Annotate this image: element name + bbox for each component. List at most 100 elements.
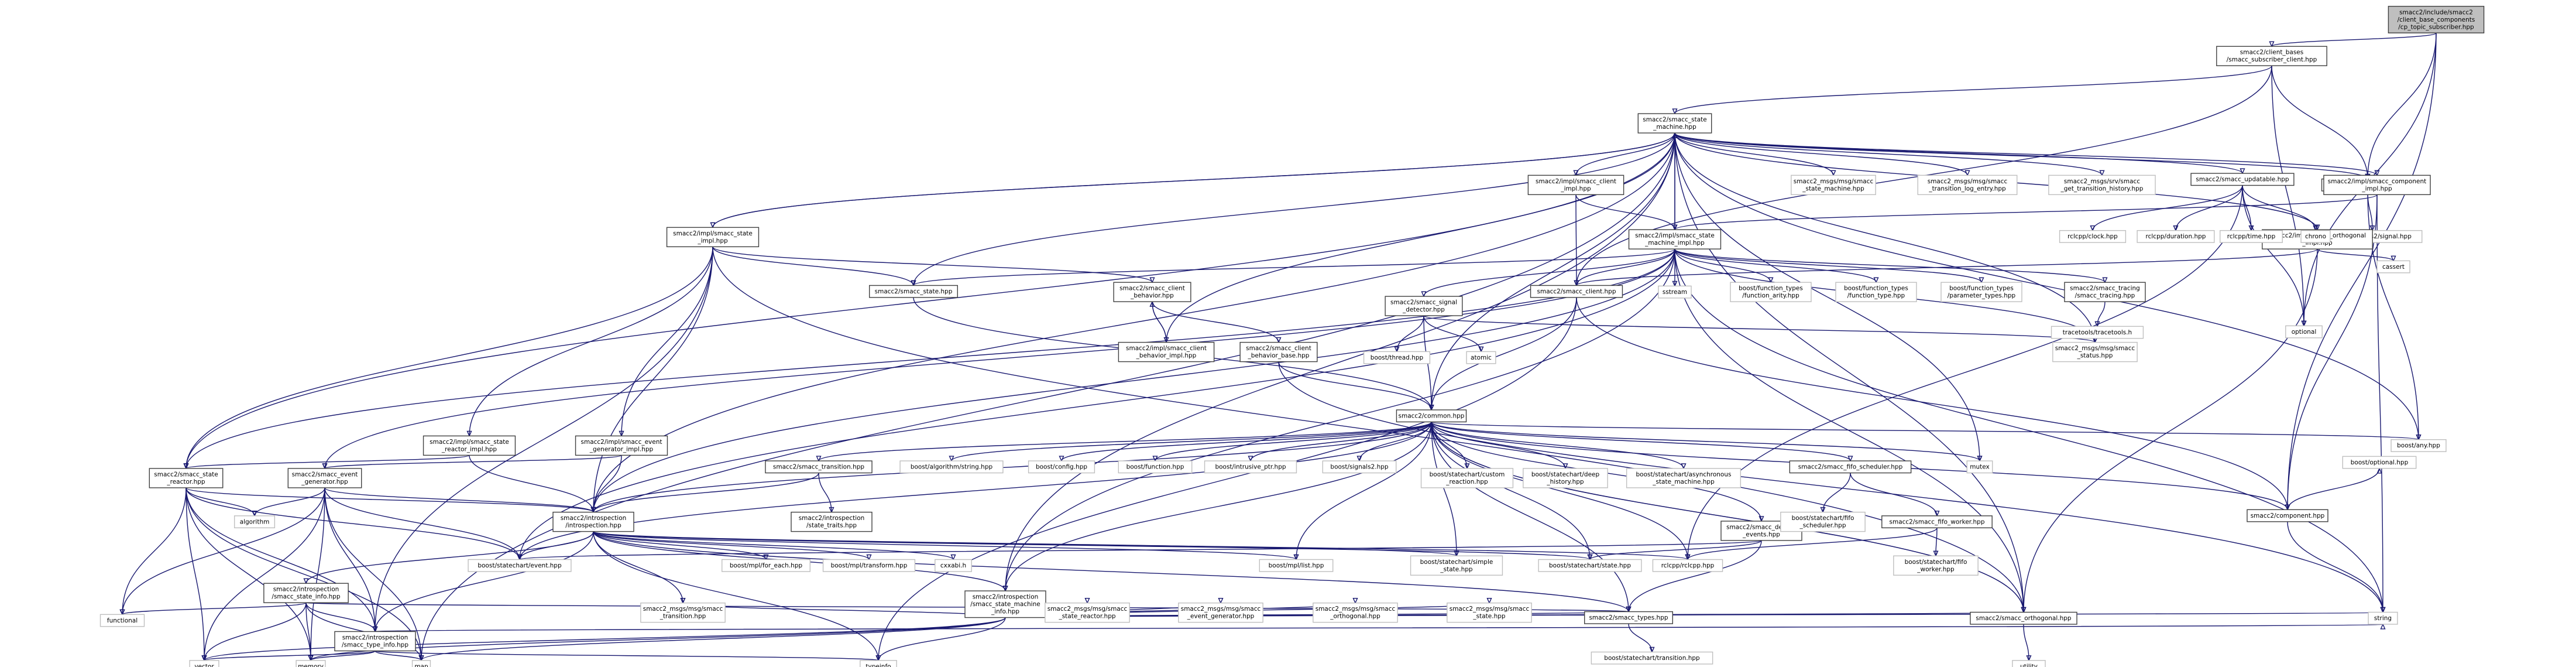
- arrowhead: [2026, 655, 2032, 662]
- arrowhead: [201, 655, 207, 662]
- edge-root-to-subscriber_client: [2269, 32, 2437, 47]
- node-label-line: boost/statechart/custom: [1430, 471, 1505, 478]
- edge-common-to-smacc_types: [1431, 422, 1632, 613]
- edge-common-to-custom_reaction: [1431, 422, 1470, 470]
- arrowhead: [950, 554, 956, 561]
- node-type-info[interactable]: smacc2/introspection/smacc_type_info.hpp: [334, 631, 416, 652]
- node-state-machine[interactable]: smacc2/smacc_state_machine.hpp: [1637, 113, 1712, 134]
- node-custom-reaction: boost/statechart/custom_reaction.hpp: [1420, 468, 1514, 488]
- node-box: [1322, 460, 1397, 474]
- node-box: [189, 660, 219, 667]
- node-ft-type: boost/function_types/function_type.hpp: [1835, 282, 1917, 302]
- node-event-generator-impl[interactable]: smacc2/impl/smacc_event_generator_impl.h…: [575, 435, 668, 456]
- edge-subscriber_client-to-state_machine: [1672, 65, 2272, 115]
- node-state-reactor-impl[interactable]: smacc2/impl/smacc_state_reactor_impl.hpp: [423, 435, 516, 456]
- arrowhead: [1681, 463, 1687, 470]
- node-alg-string: boost/algorithm/string.hpp: [899, 460, 1004, 474]
- node-label-line: chrono: [2305, 233, 2326, 240]
- node-simple-state: boost/statechart/simple_state.hpp: [1410, 555, 1503, 576]
- node-msg-state: smacc2_msgs/msg/smacc_state.hpp: [1447, 602, 1532, 623]
- node-label-line: boost/statechart/asynchronous: [1636, 471, 1732, 478]
- edge-signal_detector-to-msg_status: [1423, 315, 2098, 344]
- node-box: [1113, 282, 1191, 302]
- node-label-line: boost/signals2.hpp: [1330, 464, 1389, 471]
- node-fifo-worker[interactable]: smacc2/smacc_fifo_worker.hpp: [1881, 515, 1993, 529]
- arrowhead: [1276, 337, 1282, 344]
- node-tracetools: tracetools/tracetools.h: [2051, 326, 2144, 339]
- node-msg-event-generator: smacc2_msgs/msg/smacc_event_generator.hp…: [1178, 602, 1263, 623]
- node-event-generator[interactable]: smacc2/smacc_event_generator.hpp: [287, 468, 362, 488]
- node-state-info[interactable]: smacc2/introspection/smacc_state_info.hp…: [263, 583, 349, 603]
- node-label-line: _impl.hpp: [697, 237, 728, 244]
- edge-sm_impl-to-ft_arity: [1674, 249, 1774, 283]
- node-subscriber-client[interactable]: smacc2/client_bases/smacc_subscriber_cli…: [2216, 46, 2327, 66]
- node-root[interactable]: smacc2/include/smacc2/client_base_compon…: [2388, 6, 2485, 33]
- node-label-line: smacc2/smacc_updatable.hpp: [2196, 176, 2289, 183]
- node-fifo-scheduler[interactable]: smacc2/smacc_fifo_scheduler.hpp: [1789, 460, 1912, 474]
- arrowhead: [1293, 554, 1299, 561]
- edge-type_info-to-vector: [201, 650, 376, 662]
- node-box: [1970, 611, 2077, 625]
- arrowhead: [2269, 41, 2275, 47]
- node-sm-info[interactable]: smacc2/introspection/smacc_state_machine…: [964, 590, 1046, 618]
- node-state-reactor[interactable]: smacc2/smacc_state_reactor.hpp: [149, 468, 224, 488]
- node-box: [1045, 602, 1130, 623]
- node-smacc-tracing[interactable]: smacc2/smacc_tracing/smacc_tracing.hpp: [2064, 282, 2146, 302]
- node-common[interactable]: smacc2/common.hpp: [1396, 409, 1467, 423]
- node-client-behavior-impl[interactable]: smacc2/impl/smacc_client_behavior_impl.h…: [1118, 341, 1215, 362]
- node-box: [1466, 351, 1496, 364]
- node-srv-transition-history: smacc2_msgs/srv/smacc_get_transition_his…: [2048, 175, 2156, 196]
- node-smacc-client[interactable]: smacc2/smacc_client.hpp: [1530, 285, 1623, 298]
- node-smacc-orthogonal[interactable]: smacc2/smacc_orthogonal.hpp: [1970, 611, 2077, 625]
- edge-state_machine-to-client_impl: [1573, 132, 1675, 177]
- node-component-impl[interactable]: smacc2/impl/smacc_component_impl.hpp: [2323, 175, 2431, 196]
- node-mpl-for-each: boost/mpl/for_each.hpp: [721, 559, 810, 572]
- node-state-traits[interactable]: smacc2/introspection/state_traits.hpp: [791, 511, 873, 532]
- node-label-line: sstream: [1663, 289, 1687, 296]
- node-smacc-state[interactable]: smacc2/smacc_state.hpp: [868, 285, 958, 298]
- node-label-line: smacc2/smacc_client: [1246, 345, 1311, 352]
- node-label-line: smacc2/client_bases: [2240, 49, 2304, 56]
- edge-updatable-to-rclcpp_duration: [2173, 185, 2243, 232]
- node-label-line: smacc2/smacc_types.hpp: [1589, 614, 1668, 621]
- node-box: [411, 660, 431, 667]
- node-label-line: boost/thread.hpp: [1371, 354, 1424, 361]
- arrowhead: [2380, 607, 2386, 614]
- node-box: [1523, 468, 1608, 488]
- node-label-line: _status.hpp: [2077, 353, 2113, 360]
- edge-event_generator_impl-to-event_generator: [322, 454, 622, 470]
- edge-introspection-to-sc_state: [593, 531, 1593, 561]
- edge-smacc_types-to-sc_transition: [1628, 623, 1655, 654]
- node-smacc-types[interactable]: smacc2/smacc_types.hpp: [1584, 611, 1673, 624]
- node-signal-detector[interactable]: smacc2/smacc_signal_detector.hpp: [1385, 296, 1463, 316]
- node-sm-impl[interactable]: smacc2/impl/smacc_state_machine_impl.hpp: [1628, 229, 1722, 249]
- node-state-impl[interactable]: smacc2/impl/smacc_state_impl.hpp: [666, 227, 760, 248]
- node-client-behavior[interactable]: smacc2/smacc_client_behavior.hpp: [1113, 282, 1191, 302]
- edge-fifo_scheduler-to-sc_fifo_scheduler: [1820, 473, 1851, 514]
- node-label-line: smacc2/component.hpp: [2251, 512, 2325, 519]
- node-introspection[interactable]: smacc2/introspection/introspection.hpp: [552, 511, 634, 532]
- edge-introspection-to-mpl_list: [593, 531, 1299, 561]
- node-label-line: _detector.hpp: [1402, 306, 1445, 313]
- node-smacc-transition[interactable]: smacc2/smacc_transition.hpp: [765, 460, 873, 474]
- node-label-line: boost/function.hpp: [1126, 464, 1184, 471]
- arrowhead: [2301, 320, 2307, 327]
- node-box: [822, 559, 916, 572]
- node-label-line: boost/config.hpp: [1036, 464, 1087, 471]
- arrowhead: [816, 456, 822, 462]
- arrowhead: [303, 578, 309, 584]
- node-component[interactable]: smacc2/component.hpp: [2247, 509, 2328, 522]
- node-box: [1791, 175, 1876, 196]
- arrowhead: [1820, 507, 1826, 514]
- node-map: map: [411, 660, 431, 667]
- node-client-impl[interactable]: smacc2/impl/smacc_client_impl.hpp: [1527, 175, 1624, 196]
- edge-component_impl-to-sm_impl: [1672, 194, 2378, 231]
- node-label-line: boost/statechart/fifo: [1792, 515, 1854, 522]
- arrowhead: [2313, 225, 2319, 232]
- node-box: [899, 460, 1004, 474]
- node-client-behavior-base[interactable]: smacc2/smacc_client_behavior_base.hpp: [1239, 341, 1318, 362]
- node-updatable[interactable]: smacc2/smacc_updatable.hpp: [2190, 173, 2295, 186]
- edge-state_reactor-to-memory: [186, 487, 314, 662]
- node-box: [149, 468, 224, 488]
